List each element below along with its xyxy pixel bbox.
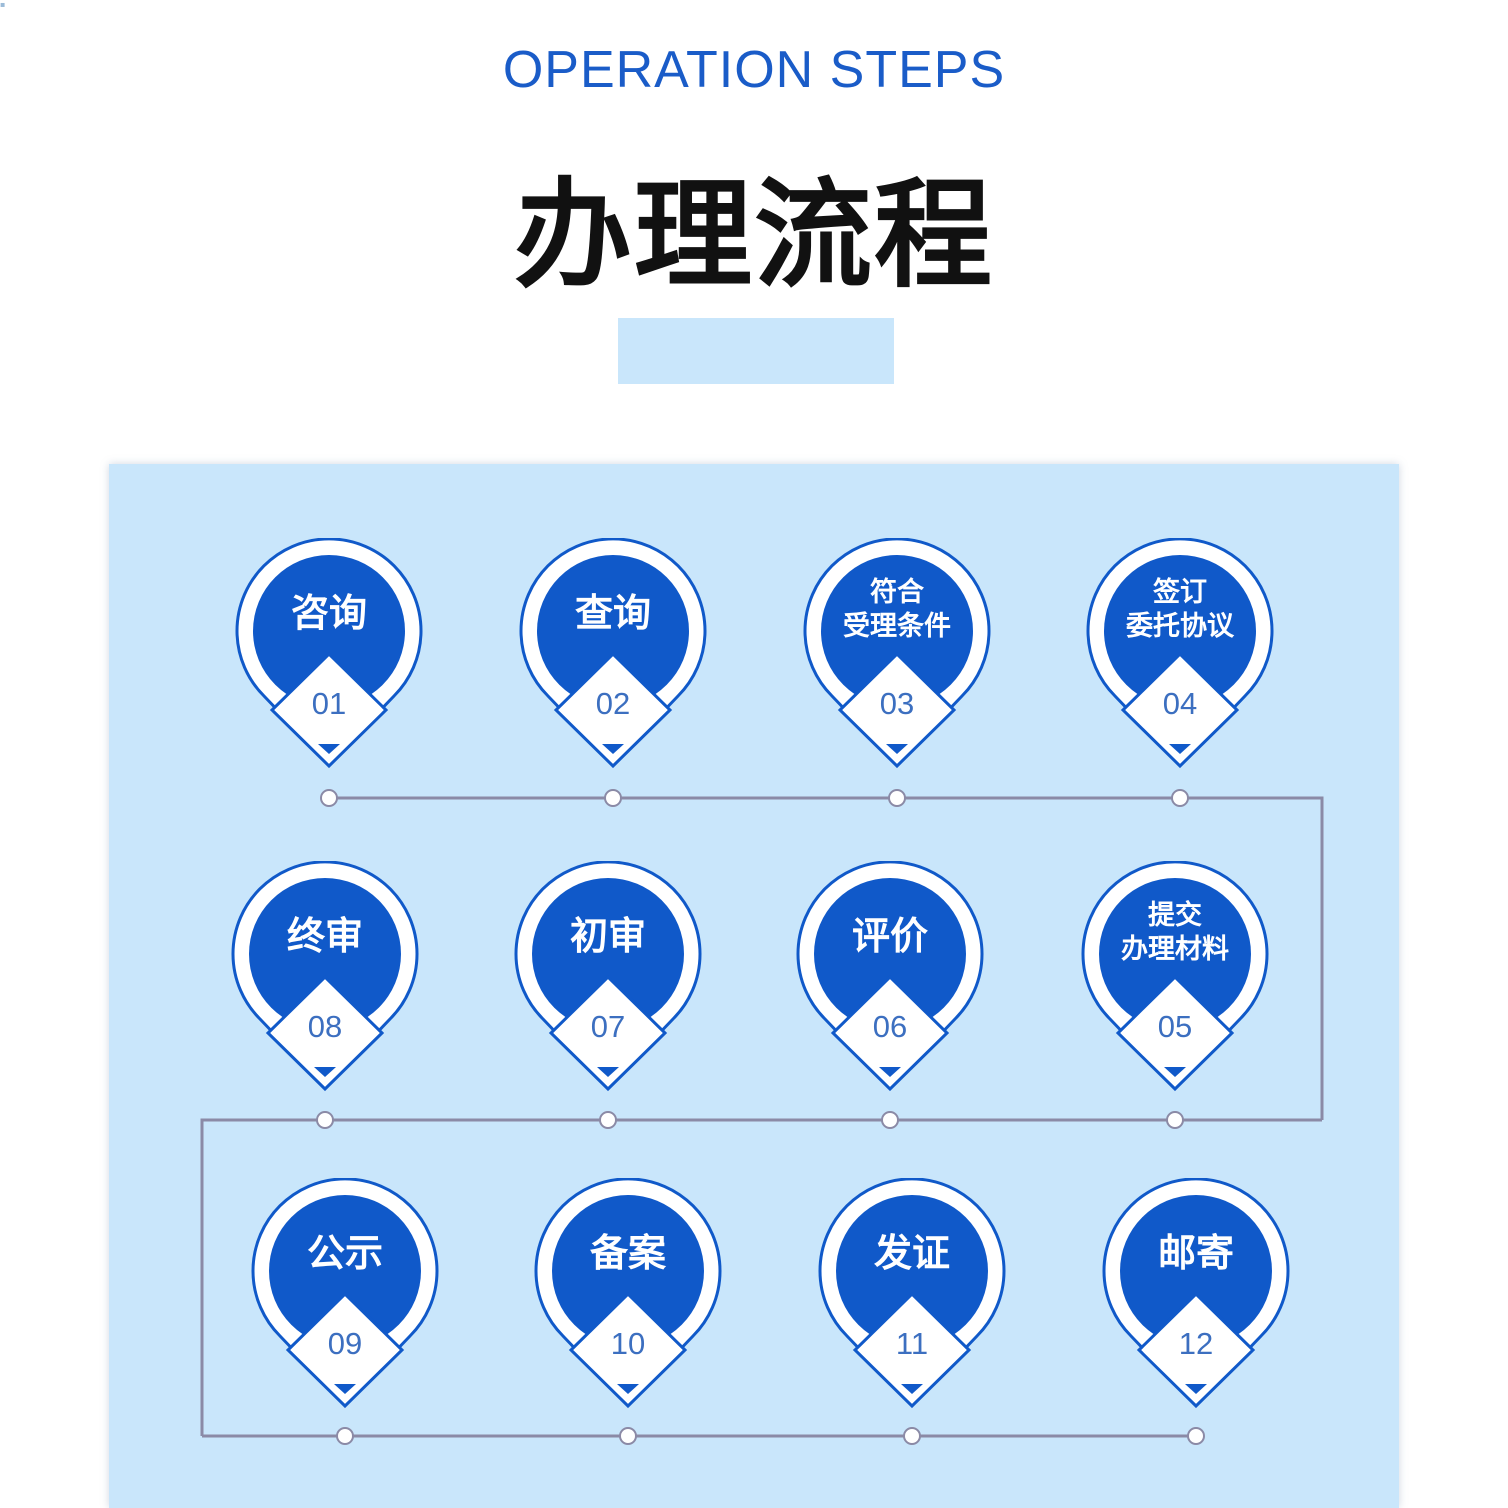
step-03: 符合 受理条件 03 <box>802 538 992 770</box>
step-number: 09 <box>327 1326 363 1361</box>
step-number: 02 <box>595 686 631 721</box>
step-10: 备案 10 <box>533 1178 723 1410</box>
connector-dot <box>320 789 338 807</box>
step-marker-icon <box>796 861 984 1092</box>
step-marker-icon <box>818 1178 1006 1409</box>
step-label: 符合 受理条件 <box>843 577 951 642</box>
connector-dot <box>1171 789 1189 807</box>
step-label: 公示 <box>306 1231 383 1275</box>
step-label: 发证 <box>873 1231 950 1275</box>
step-04: 签订 委托协议 04 <box>1085 538 1275 770</box>
step-08: 终审 08 <box>230 861 420 1093</box>
step-label: 邮寄 <box>1157 1231 1234 1275</box>
connector-dot <box>316 1111 334 1129</box>
step-number: 08 <box>307 1009 343 1044</box>
step-number: 06 <box>872 1009 908 1044</box>
connector-dot <box>604 789 622 807</box>
step-marker-icon <box>534 1178 722 1409</box>
connector-dot <box>336 1427 354 1445</box>
step-marker-icon <box>251 1178 439 1409</box>
step-label: 评价 <box>851 914 928 958</box>
step-marker-icon <box>514 861 702 1092</box>
connector-dot <box>903 1427 921 1445</box>
connector-dot <box>599 1111 617 1129</box>
step-number: 12 <box>1178 1326 1214 1361</box>
connector-dot <box>881 1111 899 1129</box>
step-02: 查询 02 <box>518 538 708 770</box>
step-label: 备案 <box>589 1231 666 1275</box>
english-title: OPERATION STEPS <box>502 41 1006 99</box>
step-number: 07 <box>590 1009 626 1044</box>
corner-icon: ▪ <box>0 0 6 9</box>
step-marker-icon <box>1102 1178 1290 1409</box>
step-marker-icon <box>803 538 991 769</box>
title-shadow-band <box>618 318 894 384</box>
step-label: 查询 <box>574 591 651 635</box>
step-number: 01 <box>311 686 347 721</box>
connector-dot <box>888 789 906 807</box>
step-01: 咨询 01 <box>234 538 424 770</box>
step-marker-icon <box>231 861 419 1092</box>
step-marker-icon <box>235 538 423 769</box>
step-label: 终审 <box>286 914 363 958</box>
step-number: 10 <box>610 1326 646 1361</box>
step-label: 签订 委托协议 <box>1126 577 1234 642</box>
step-label: 咨询 <box>290 591 367 635</box>
connector-dot <box>619 1427 637 1445</box>
step-05: 提交 办理材料 05 <box>1080 861 1270 1093</box>
step-09: 公示 09 <box>250 1178 440 1410</box>
connector-row-1 <box>330 796 1324 1120</box>
step-12: 邮寄 12 <box>1101 1178 1291 1410</box>
step-06: 评价 06 <box>795 861 985 1093</box>
connector-dot <box>1187 1427 1205 1445</box>
step-label: 提交 办理材料 <box>1121 900 1229 965</box>
step-marker-icon <box>1086 538 1274 769</box>
step-11: 发证 11 <box>817 1178 1007 1410</box>
step-number: 04 <box>1162 686 1198 721</box>
step-number: 03 <box>879 686 915 721</box>
connector-row-2 <box>200 1118 1322 1436</box>
step-number: 05 <box>1157 1009 1193 1044</box>
step-07: 初审 07 <box>513 861 703 1093</box>
connector-dot <box>1166 1111 1184 1129</box>
step-marker-icon <box>519 538 707 769</box>
step-label: 初审 <box>569 914 646 958</box>
step-marker-icon <box>1081 861 1269 1092</box>
page-title: 办理流程 <box>513 166 994 304</box>
step-number: 11 <box>895 1326 929 1361</box>
